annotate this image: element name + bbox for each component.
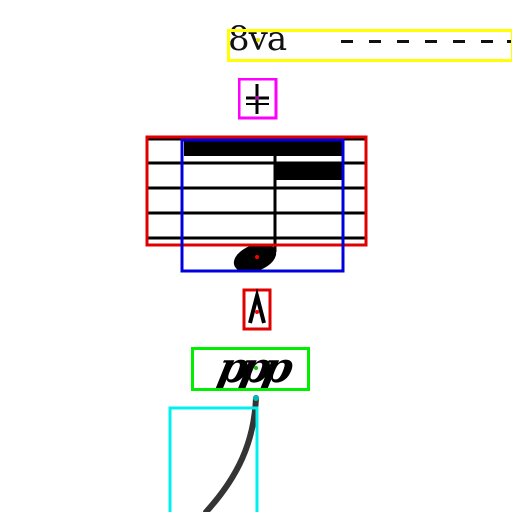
slur-curve xyxy=(168,395,259,512)
marcato-accent-icon xyxy=(242,288,272,331)
ottava-center-marker xyxy=(256,38,260,42)
notehead xyxy=(233,243,277,273)
ottava-bounding-box xyxy=(227,29,512,62)
ottava-dash xyxy=(369,40,381,43)
ottava-dash xyxy=(341,40,353,43)
ottava-dash xyxy=(397,40,409,43)
staff-bounding-box xyxy=(145,135,368,247)
beam-primary xyxy=(184,141,342,156)
ottava-dash xyxy=(507,40,512,43)
ottava-dash xyxy=(481,40,493,43)
ottava-dash xyxy=(425,40,437,43)
dynamic-bounding-box xyxy=(191,347,310,391)
measure-bounding-box xyxy=(180,138,345,273)
staff-fragment xyxy=(145,135,368,273)
beam-secondary xyxy=(275,164,342,180)
dynamic-center-marker xyxy=(254,366,258,370)
cross-symbol-icon xyxy=(238,78,278,120)
notehead-center-marker xyxy=(255,255,259,259)
ottava-dash xyxy=(453,40,465,43)
